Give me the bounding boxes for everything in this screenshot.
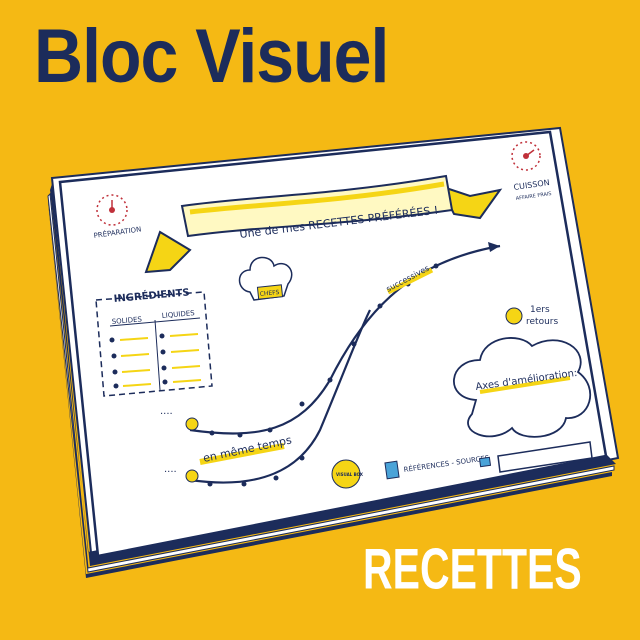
page-title: Bloc Visuel [34,13,389,99]
book-icon [384,460,400,480]
visual-box-logo [331,459,361,489]
retours-line1: 1ers [530,305,550,315]
cuisson-clock-icon [511,141,541,171]
axes-highlight [479,376,571,394]
logo-text: VISUAL BOX [336,472,363,477]
ingredients-col-liquides: LIQUIDES [161,309,195,320]
preparation-clock-icon [96,194,128,226]
ingredients-col-solides: SOLIDES [111,315,142,326]
page-subtitle: RECETTES [363,536,582,601]
chef-hat-label: CHEFS [259,289,279,298]
video-icon [478,456,492,468]
chef-hat-icon [238,256,293,301]
references-box [497,441,593,473]
dots-top: .... [160,406,173,417]
dots-bottom: .... [164,464,177,475]
en-meme-temps-highlight [199,443,285,465]
retours-icon [505,307,523,325]
recipe-banner [144,174,503,274]
cuisson-note: AFFAIRE FRAIS [515,191,552,202]
retours-line2: retours [526,317,558,327]
notepad-pages [47,126,620,578]
timeline-curves [185,242,501,487]
successives-highlight [386,267,434,295]
ingredients-box [95,291,213,397]
